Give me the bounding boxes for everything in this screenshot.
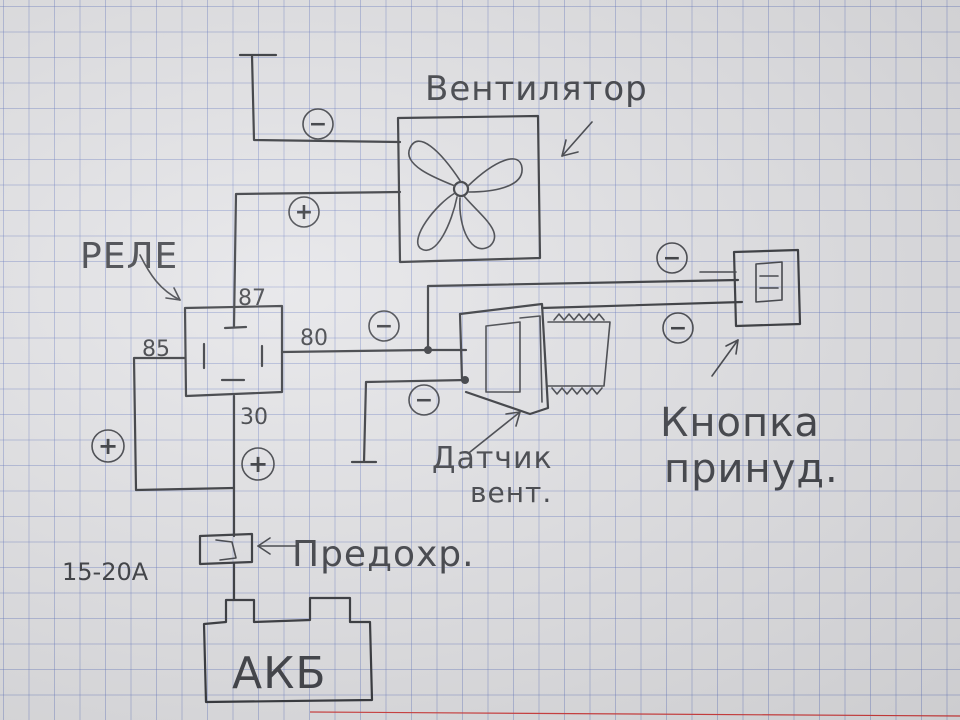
paper-margin-line [309,711,960,717]
svg-text:−: − [375,314,393,339]
fuse [198,532,254,566]
relay-box [183,304,284,398]
fan-pointer-arrow [561,121,593,157]
svg-text:+: + [295,200,313,225]
plus-sign-pin85: + [91,429,125,463]
sensor-pointer-arrow [469,411,521,453]
sensor-label-line1: Датчик [432,441,553,476]
minus-sign-button-top: − [656,242,688,274]
svg-text:+: + [98,432,118,460]
fan-label: Вентилятор [425,69,648,109]
pin-80-label: 80 [300,326,328,351]
minus-sign-pin80: − [368,310,400,342]
button-pointer-arrow [711,339,739,377]
pin-87-label: 87 [238,286,266,311]
button-label-line2: принуд. [664,446,839,492]
battery [202,596,374,704]
pin-85-wire [132,356,236,492]
battery-label: АКБ [232,648,327,699]
fan-blade-4 [417,192,458,251]
fan-blade-2 [467,158,523,193]
svg-text:−: − [663,246,681,271]
svg-text:−: − [669,316,687,341]
sensor-label-line2: вент. [470,476,552,509]
relay-pointer-arrow [139,254,181,301]
svg-text:−: − [309,112,327,137]
button-signal-wire [426,278,740,352]
svg-text:−: − [415,388,433,413]
relay-pin-87-stub [223,325,248,330]
fan-housing [396,114,542,264]
sensor-ground-wire [350,378,468,464]
fuse-label: Предохр. [292,534,475,575]
force-button [732,248,802,328]
pin-30-label: 30 [240,405,268,430]
fuse-pointer-arrow [257,537,297,555]
fan-plus-wire [232,190,402,328]
minus-sign-fan: − [302,108,334,140]
button-label-line1: Кнопка [660,400,820,446]
fan-unit [396,114,542,264]
fan-hub [452,180,470,198]
fan-blade-3 [459,195,496,250]
sensor-to-button-wire [540,300,744,310]
plus-sign-pin30: + [241,447,275,481]
minus-sign-sensor: − [408,384,440,416]
fan-sensor [458,302,611,416]
fuse-rating-label: 15-20А [62,558,149,586]
fan-blade-1 [407,140,462,187]
fan-ground-wire [238,53,402,144]
plus-sign-fan: + [288,196,320,228]
svg-text:+: + [248,450,268,478]
relay-label: РЕЛЕ [80,236,178,277]
minus-sign-button-bottom: − [662,312,694,344]
